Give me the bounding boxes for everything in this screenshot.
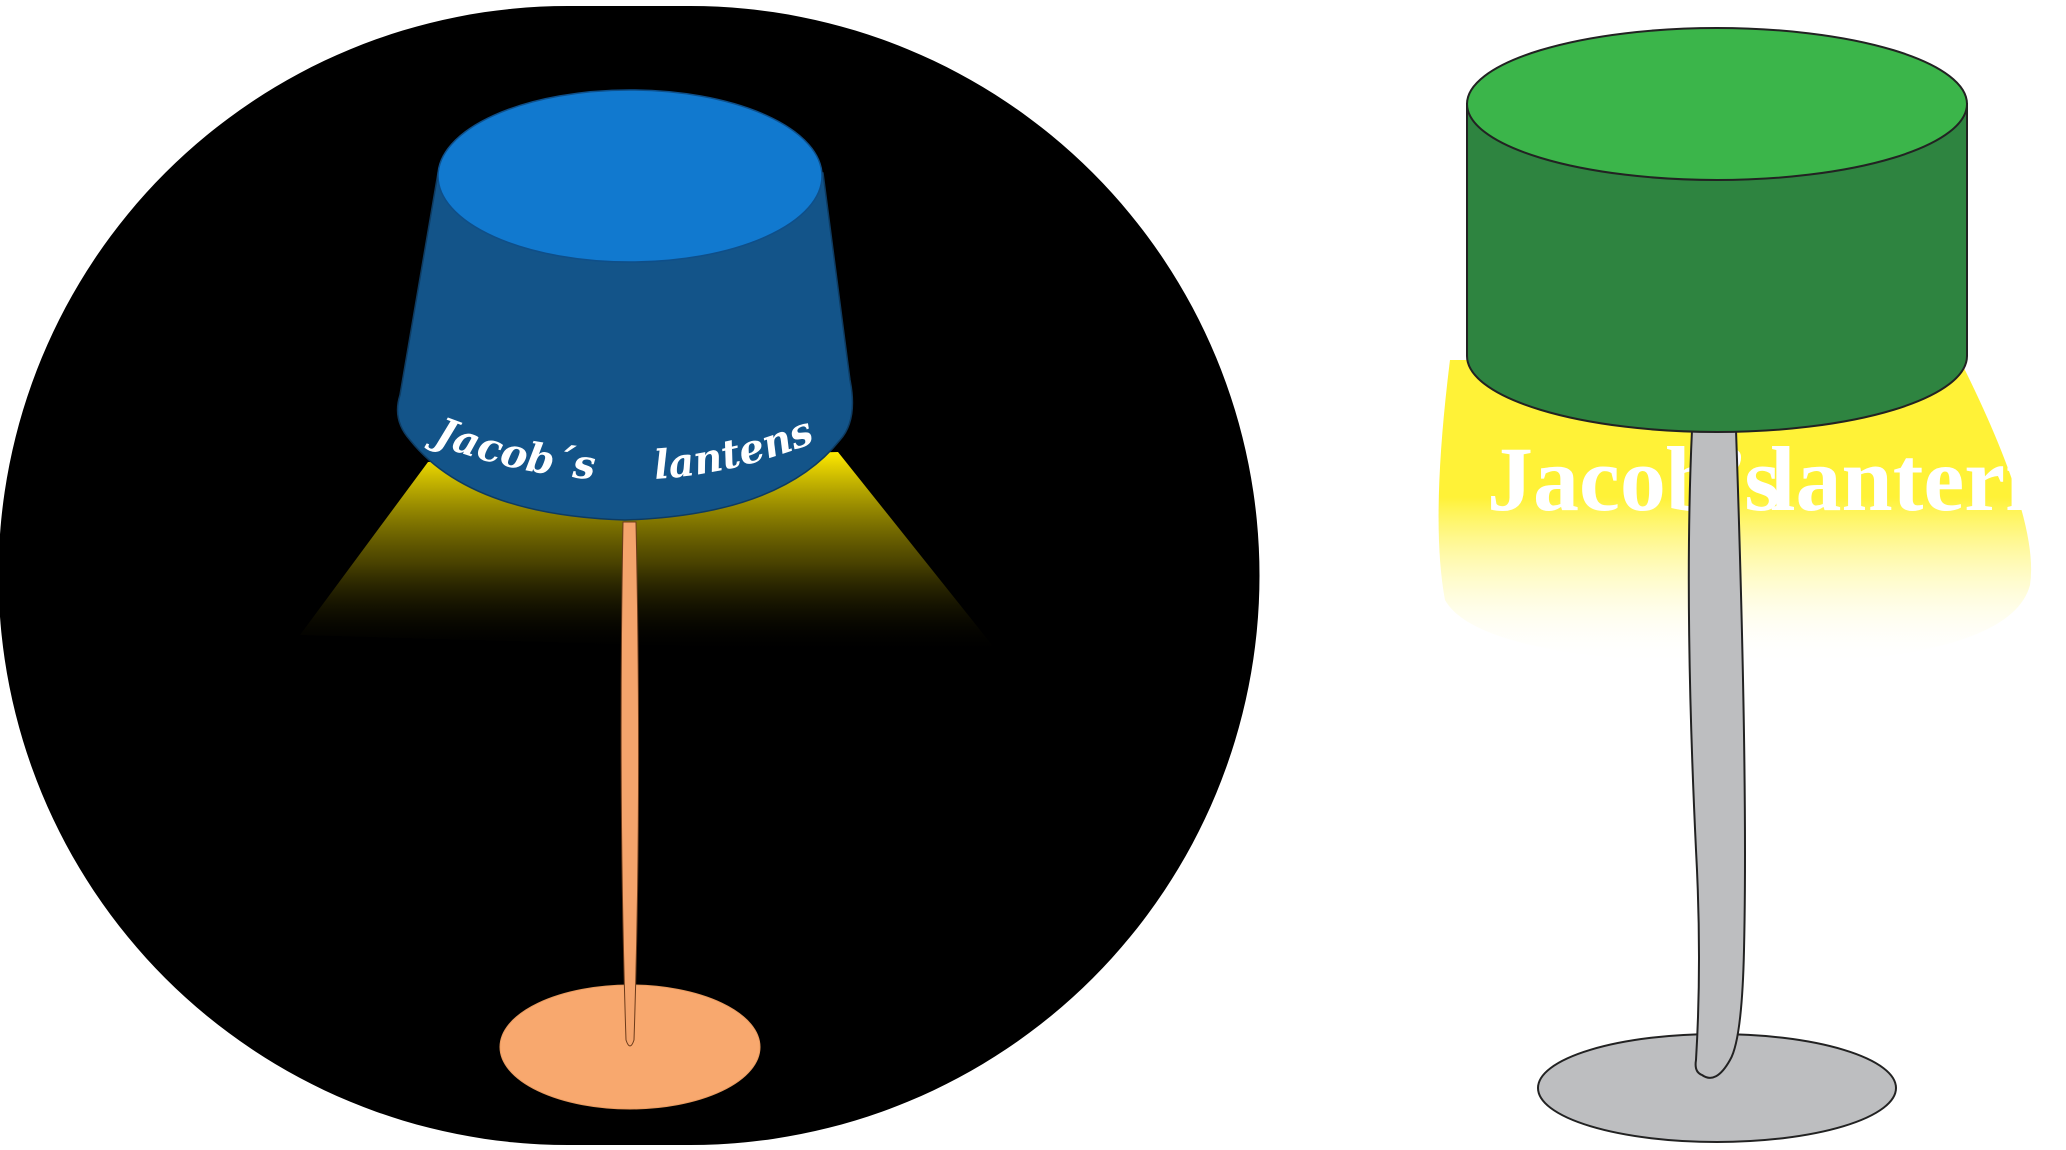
green-lamp-shade-top bbox=[1466, 27, 1968, 181]
blue-lamp-stem bbox=[620, 521, 640, 1047]
green-lamp-shade bbox=[1466, 103, 1968, 433]
blue-lamp-shade bbox=[396, 172, 854, 521]
blue-lamp: Jacob´s lantens bbox=[0, 6, 1260, 1145]
green-lamp-stem bbox=[1687, 429, 1746, 1079]
green-lamp: Jacob’s lanterns bbox=[1438, 27, 2066, 1143]
blue-lamp-light-beam bbox=[300, 452, 1000, 655]
blue-lamp-shade-top bbox=[437, 89, 823, 263]
green-lamp-brand-word-2: lanterns bbox=[1770, 428, 2066, 530]
